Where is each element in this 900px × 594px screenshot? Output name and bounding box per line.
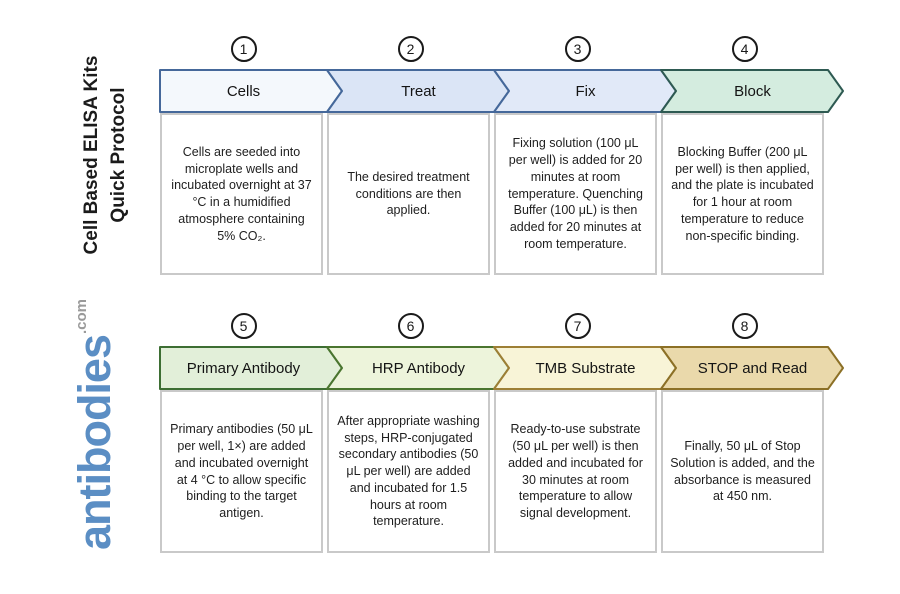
step-description-text-2: The desired treatment conditions are the… [347,169,470,218]
step-description-text-1: Cells are seeded into microplate wells a… [171,144,312,243]
step-arrow-2 [326,69,510,113]
step-description-box-5: Primary antibodies (50 μL per well, 1×) … [160,390,323,553]
step-description-text-3: Fixing solution (100 μL per well) is add… [508,136,643,251]
step-description-box-3: Fixing solution (100 μL per well) is add… [494,113,657,275]
logo-domain-suffix: .com [72,298,90,334]
step-number-badge-1: 1 [230,36,257,62]
protocol-arrow-row-2 [159,346,844,390]
step-description-text-4: Blocking Buffer (200 μL per well) is the… [671,144,814,243]
step-number-badge-8: 8 [731,313,758,339]
antibodies-logo: antibodies.com [45,275,145,575]
step-description-box-2: The desired treatment conditions are the… [327,113,490,275]
page-title: Cell Based ELISA Kits Quick Protocol [65,25,145,285]
page-title-line1: Cell Based ELISA Kits [81,55,102,255]
step-arrow-5 [159,346,343,390]
step-description-text-8: Finally, 50 μL of Stop Solution is added… [670,439,815,504]
step-arrow-3 [493,69,677,113]
step-number-badge-3: 3 [564,36,591,62]
step-number-badge-6: 6 [397,313,424,339]
step-number-badge-5: 5 [230,313,257,339]
page-title-line2: Quick Protocol [108,87,129,223]
step-number-badge-2: 2 [397,36,424,62]
step-description-text-7: Ready-to-use substrate (50 μL per well) … [508,422,643,520]
step-description-box-1: Cells are seeded into microplate wells a… [160,113,323,275]
step-number-badge-4: 4 [731,36,758,62]
protocol-arrow-row-1 [159,69,844,113]
step-arrow-4 [660,69,844,113]
step-description-text-5: Primary antibodies (50 μL per well, 1×) … [170,422,313,520]
step-description-box-8: Finally, 50 μL of Stop Solution is added… [661,390,824,553]
step-arrow-7 [493,346,677,390]
step-arrow-1 [159,69,343,113]
step-description-box-6: After appropriate washing steps, HRP-con… [327,390,490,553]
step-arrow-6 [326,346,510,390]
step-description-text-6: After appropriate washing steps, HRP-con… [337,413,480,529]
step-number-badge-7: 7 [564,313,591,339]
logo-wordmark: antibodies [69,335,120,551]
step-arrow-8 [660,346,844,390]
step-description-box-4: Blocking Buffer (200 μL per well) is the… [661,113,824,275]
step-description-box-7: Ready-to-use substrate (50 μL per well) … [494,390,657,553]
